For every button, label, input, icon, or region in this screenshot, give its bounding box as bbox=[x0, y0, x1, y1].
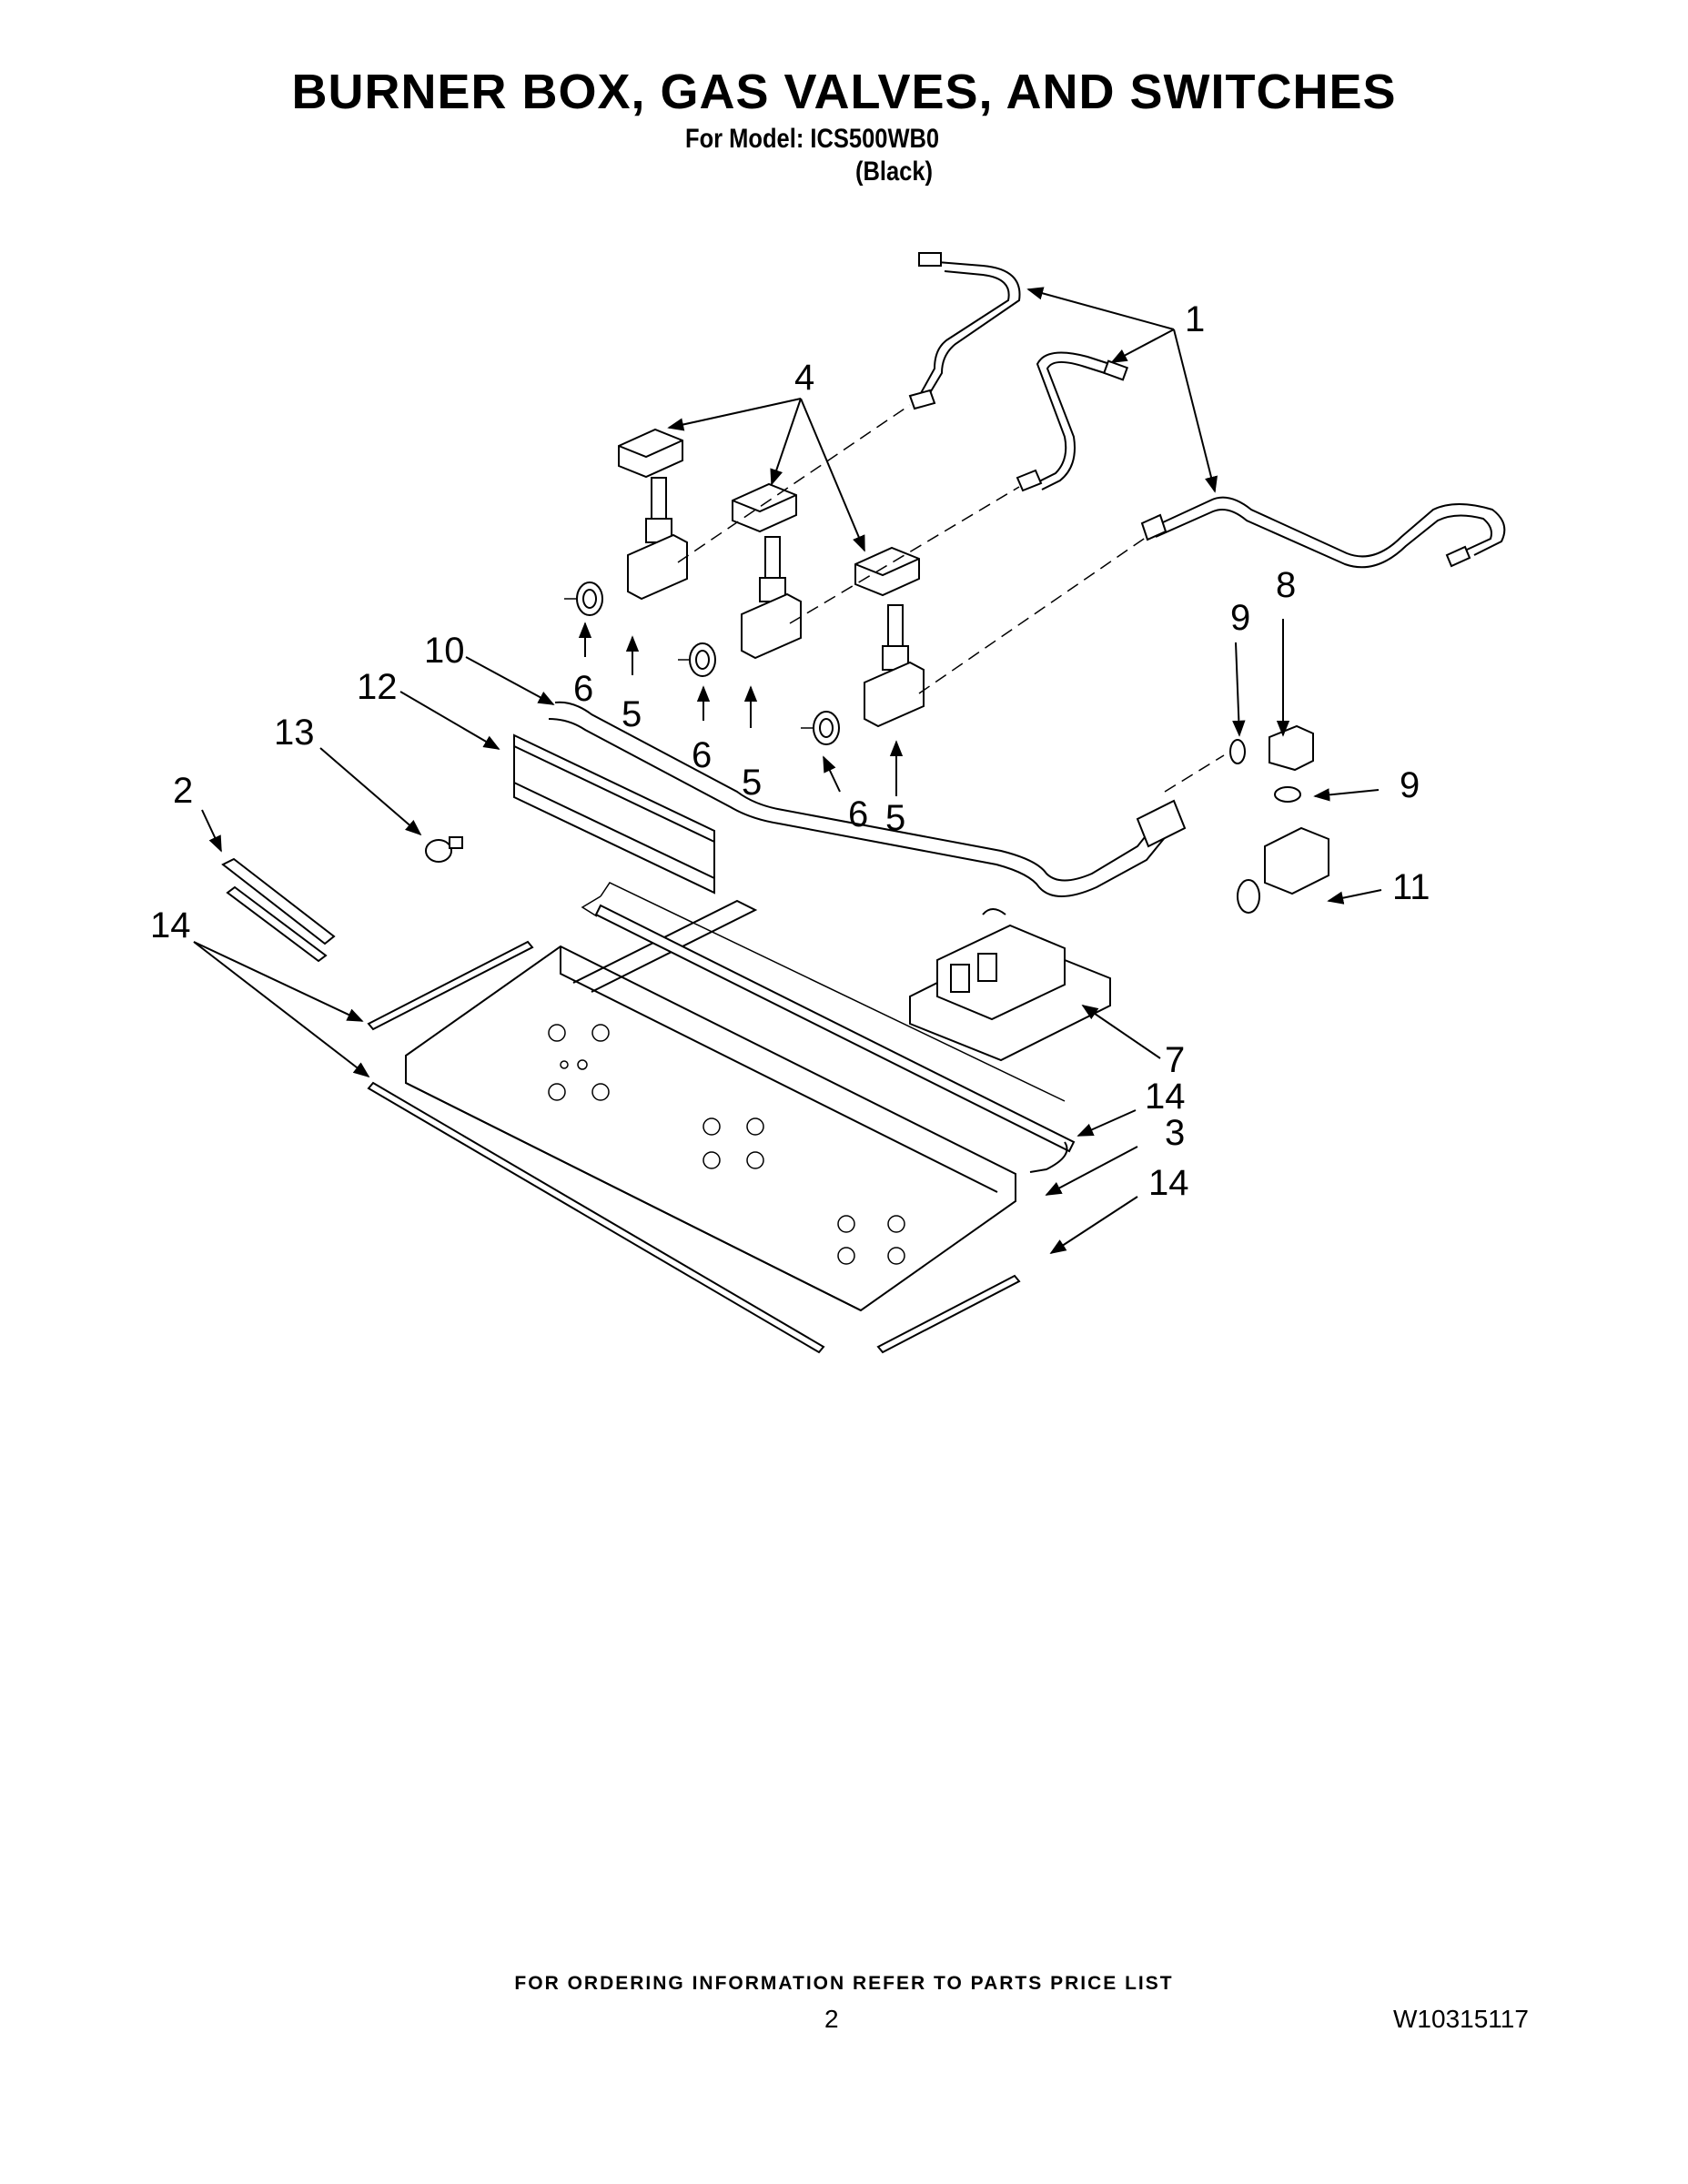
burner-box bbox=[405, 882, 1066, 1312]
callout-14-lower-right: 14 bbox=[1148, 1163, 1189, 1203]
mounting-screw bbox=[425, 836, 463, 863]
callout-14-left: 14 bbox=[150, 905, 191, 945]
callout-1: 1 bbox=[1185, 299, 1205, 339]
callout-13: 13 bbox=[274, 713, 315, 753]
callout-6-left: 6 bbox=[573, 669, 593, 709]
model-number: For Model: ICS500WB0 bbox=[685, 124, 940, 154]
callout-10: 10 bbox=[424, 631, 465, 671]
callout-9-lower: 9 bbox=[1400, 765, 1420, 805]
burner-box-holes bbox=[548, 1024, 905, 1265]
callout-14-upper-right: 14 bbox=[1145, 1077, 1186, 1117]
document-number: W10315117 bbox=[1393, 2005, 1529, 2033]
gas-valve-2 bbox=[689, 482, 802, 677]
callout-5-middle: 5 bbox=[742, 763, 762, 803]
callout-6-middle: 6 bbox=[692, 735, 712, 775]
callout-3: 3 bbox=[1165, 1113, 1185, 1153]
control-bracket bbox=[513, 733, 715, 895]
callout-7: 7 bbox=[1165, 1040, 1185, 1080]
page-number: 2 bbox=[824, 2005, 839, 2033]
callout-5-left: 5 bbox=[622, 694, 642, 734]
ordering-note: FOR ORDERING INFORMATION REFER TO PARTS … bbox=[514, 1973, 1174, 1994]
callout-5-right: 5 bbox=[885, 798, 905, 838]
manifold-tube bbox=[548, 701, 1187, 897]
spark-module bbox=[909, 908, 1111, 1062]
callout-6-right: 6 bbox=[848, 794, 868, 834]
callout-2: 2 bbox=[173, 771, 193, 811]
callout-9-upper: 9 bbox=[1230, 598, 1250, 638]
model-color: (Black) bbox=[855, 157, 934, 187]
regulator-assembly bbox=[1229, 724, 1329, 914]
callout-11: 11 bbox=[1392, 867, 1430, 907]
gas-tube-middle bbox=[1016, 351, 1129, 492]
page-title: BURNER BOX, GAS VALVES, AND SWITCHES bbox=[291, 65, 1397, 119]
retaining-clip bbox=[221, 857, 336, 963]
gas-tube-upper bbox=[908, 252, 1021, 410]
callout-labels: 1 4 10 12 13 2 14 6 5 6 5 6 5 9 8 9 11 7… bbox=[150, 299, 1430, 1203]
callout-8: 8 bbox=[1276, 565, 1296, 605]
callout-4: 4 bbox=[794, 358, 814, 398]
callout-12: 12 bbox=[357, 667, 398, 707]
alignment-lines bbox=[564, 404, 1225, 793]
gasket-strips bbox=[367, 904, 1076, 1354]
gas-valve-1 bbox=[576, 428, 688, 616]
callout-arrows bbox=[193, 287, 1382, 1254]
gas-valve-3 bbox=[813, 546, 925, 745]
gas-tube-lower bbox=[1140, 496, 1506, 569]
